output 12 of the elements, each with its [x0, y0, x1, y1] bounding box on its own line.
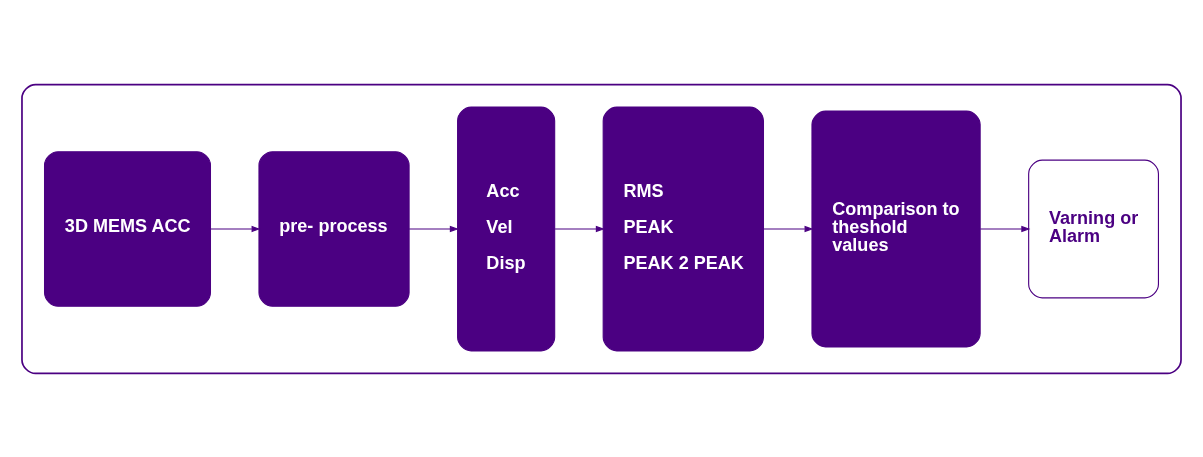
arrow	[554, 225, 605, 232]
cluster	[21, 83, 1182, 374]
node-box: 3D MEMS ACC	[44, 150, 211, 307]
node-box: Acc Vel Disp	[457, 106, 556, 351]
arrow	[408, 225, 459, 232]
arrow	[209, 225, 261, 232]
node-box: pre- process	[258, 150, 410, 307]
node-box: Varning or Alarm	[1028, 159, 1159, 298]
node-box: Comparison to theshold values	[811, 110, 981, 347]
node-box: RMS PEAK PEAK 2 PEAK	[602, 106, 764, 351]
arrow	[763, 225, 814, 232]
arrow	[979, 225, 1031, 232]
